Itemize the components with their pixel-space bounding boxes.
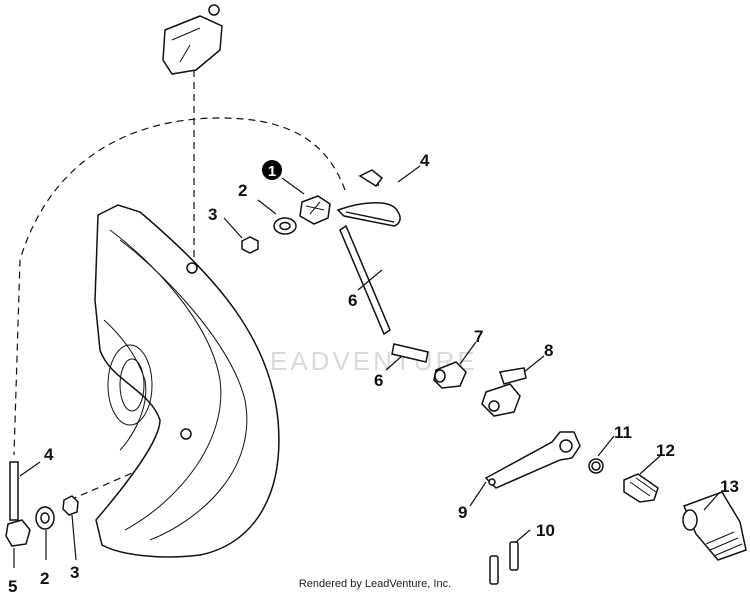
callout-12: 12 <box>656 441 675 460</box>
callout-11: 11 <box>614 423 632 442</box>
callout-8: 8 <box>544 341 553 360</box>
part-6-tube-lower[interactable] <box>391 343 429 363</box>
callout-6-lower: 6 <box>374 371 383 390</box>
part-12-fitting[interactable] <box>623 473 659 503</box>
callouts: 1 2 3 4 6 6 7 8 4 2 3 5 9 10 11 12 13 <box>8 151 739 596</box>
part-4-hose-lower[interactable] <box>9 461 19 521</box>
top-knob-part[interactable] <box>162 4 223 75</box>
footer-credit: Rendered by LeadVenture, Inc. <box>298 578 452 590</box>
callout-2-lower: 2 <box>40 569 49 588</box>
part-9-bracket[interactable] <box>484 431 581 489</box>
part-6-tube-upper[interactable] <box>339 224 391 336</box>
part-7-fitting[interactable] <box>433 361 467 389</box>
part-3-nut-lower[interactable] <box>62 495 79 516</box>
part-3-nut-upper[interactable] <box>241 236 259 254</box>
part-5-elbow[interactable] <box>5 519 31 547</box>
part-2-washer-upper[interactable] <box>273 217 297 235</box>
part-4-hose-upper[interactable] <box>336 169 401 227</box>
callout-leader-lines <box>13 165 721 568</box>
callout-13: 13 <box>720 477 739 496</box>
callout-10: 10 <box>536 521 555 540</box>
part-13-coupler[interactable] <box>682 491 747 561</box>
callout-6-upper: 6 <box>348 291 357 310</box>
callout-3-upper: 3 <box>208 205 217 224</box>
callout-7: 7 <box>474 327 483 346</box>
callout-1: 1 <box>268 163 276 180</box>
callout-5: 5 <box>8 577 17 596</box>
part-10-pins[interactable] <box>489 541 519 585</box>
blade-housing[interactable] <box>94 204 280 558</box>
part-1-elbow-fitting[interactable] <box>299 195 331 225</box>
callout-1-badge <box>262 160 282 180</box>
callout-4-lower: 4 <box>44 445 54 464</box>
part-8-valve[interactable] <box>481 367 527 417</box>
callout-9: 9 <box>458 503 467 522</box>
callout-2-upper: 2 <box>238 181 247 200</box>
callout-4-upper: 4 <box>420 151 430 170</box>
part-11-o-ring[interactable] <box>588 458 604 474</box>
part-2-washer-lower[interactable] <box>35 506 55 530</box>
dashed-routing-lines <box>13 70 346 501</box>
callout-3-lower: 3 <box>70 563 79 582</box>
